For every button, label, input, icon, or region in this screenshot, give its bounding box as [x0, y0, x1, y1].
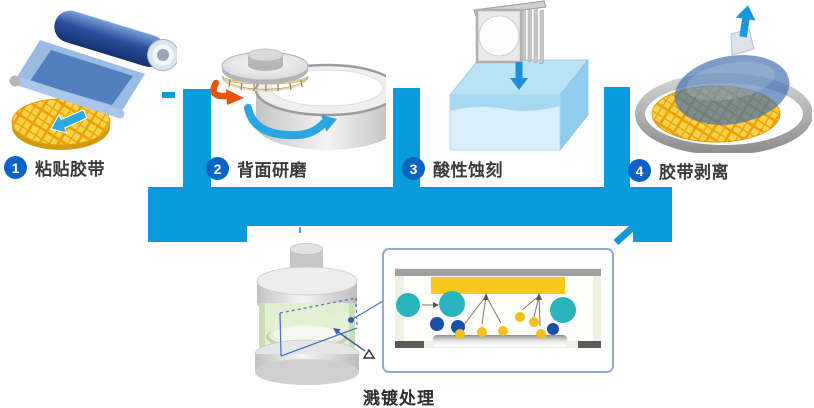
step-4-badge: 4: [628, 159, 651, 182]
dip-arrow: [510, 62, 528, 90]
argon-particle: [550, 297, 576, 323]
atom-particle: [498, 326, 508, 336]
sputter-chamber: [254, 243, 360, 385]
atom-particle: [529, 317, 539, 327]
atom-particle: [536, 329, 546, 339]
argon-particle: [439, 291, 465, 317]
final-step-label: 溅镀处理: [363, 389, 435, 408]
step-3-label: 酸性蚀刻: [433, 161, 503, 180]
step-2-caption: 2 背面研磨: [206, 156, 307, 181]
step-2-badge: 2: [206, 157, 229, 180]
connector-bar-3: [604, 87, 630, 189]
step-3-caption: 3 酸性蚀刻: [402, 156, 503, 181]
connector-dash-step1: [162, 92, 175, 98]
acid-etching-illustration: [449, 0, 589, 152]
step-4-caption: 4 胶带剥离: [628, 158, 729, 183]
step-3-badge: 3: [402, 157, 425, 180]
sputter-target: [431, 277, 565, 294]
wafer-cassette: [473, 0, 547, 65]
sputtering-illustration: [254, 227, 614, 385]
step-4-label: 胶带剥离: [659, 163, 729, 182]
tape-lamination-illustration: [9, 10, 177, 150]
step-1-badge: 1: [4, 156, 27, 179]
tape-dome: [674, 55, 790, 125]
wafer-in-chamber: [433, 335, 567, 347]
back-grinding-illustration: [210, 48, 386, 150]
step-1-caption: 1 粘贴胶带: [4, 155, 105, 180]
tape-peeling-illustration: [635, 5, 812, 153]
acid-tank: [449, 58, 589, 152]
peeled-tape-strip: [730, 28, 755, 56]
argon-particle: [396, 293, 420, 317]
atom-particle: [455, 329, 465, 339]
ion-particle: [547, 323, 559, 335]
step-1-label: 粘贴胶带: [35, 160, 105, 179]
grinding-wheel: [221, 48, 309, 92]
wheel-rotation-arrow: [210, 79, 230, 100]
step-2-label: 背面研磨: [237, 161, 307, 180]
section-plane: [279, 297, 384, 357]
platter-rotation-arrow: [244, 104, 328, 140]
sputter-detail-box: [382, 248, 614, 373]
atom-particle: [477, 327, 487, 337]
peel-arrow: [735, 5, 756, 38]
delta-pointer: [333, 328, 376, 359]
ion-particle: [430, 317, 444, 331]
atom-particle: [515, 312, 525, 322]
